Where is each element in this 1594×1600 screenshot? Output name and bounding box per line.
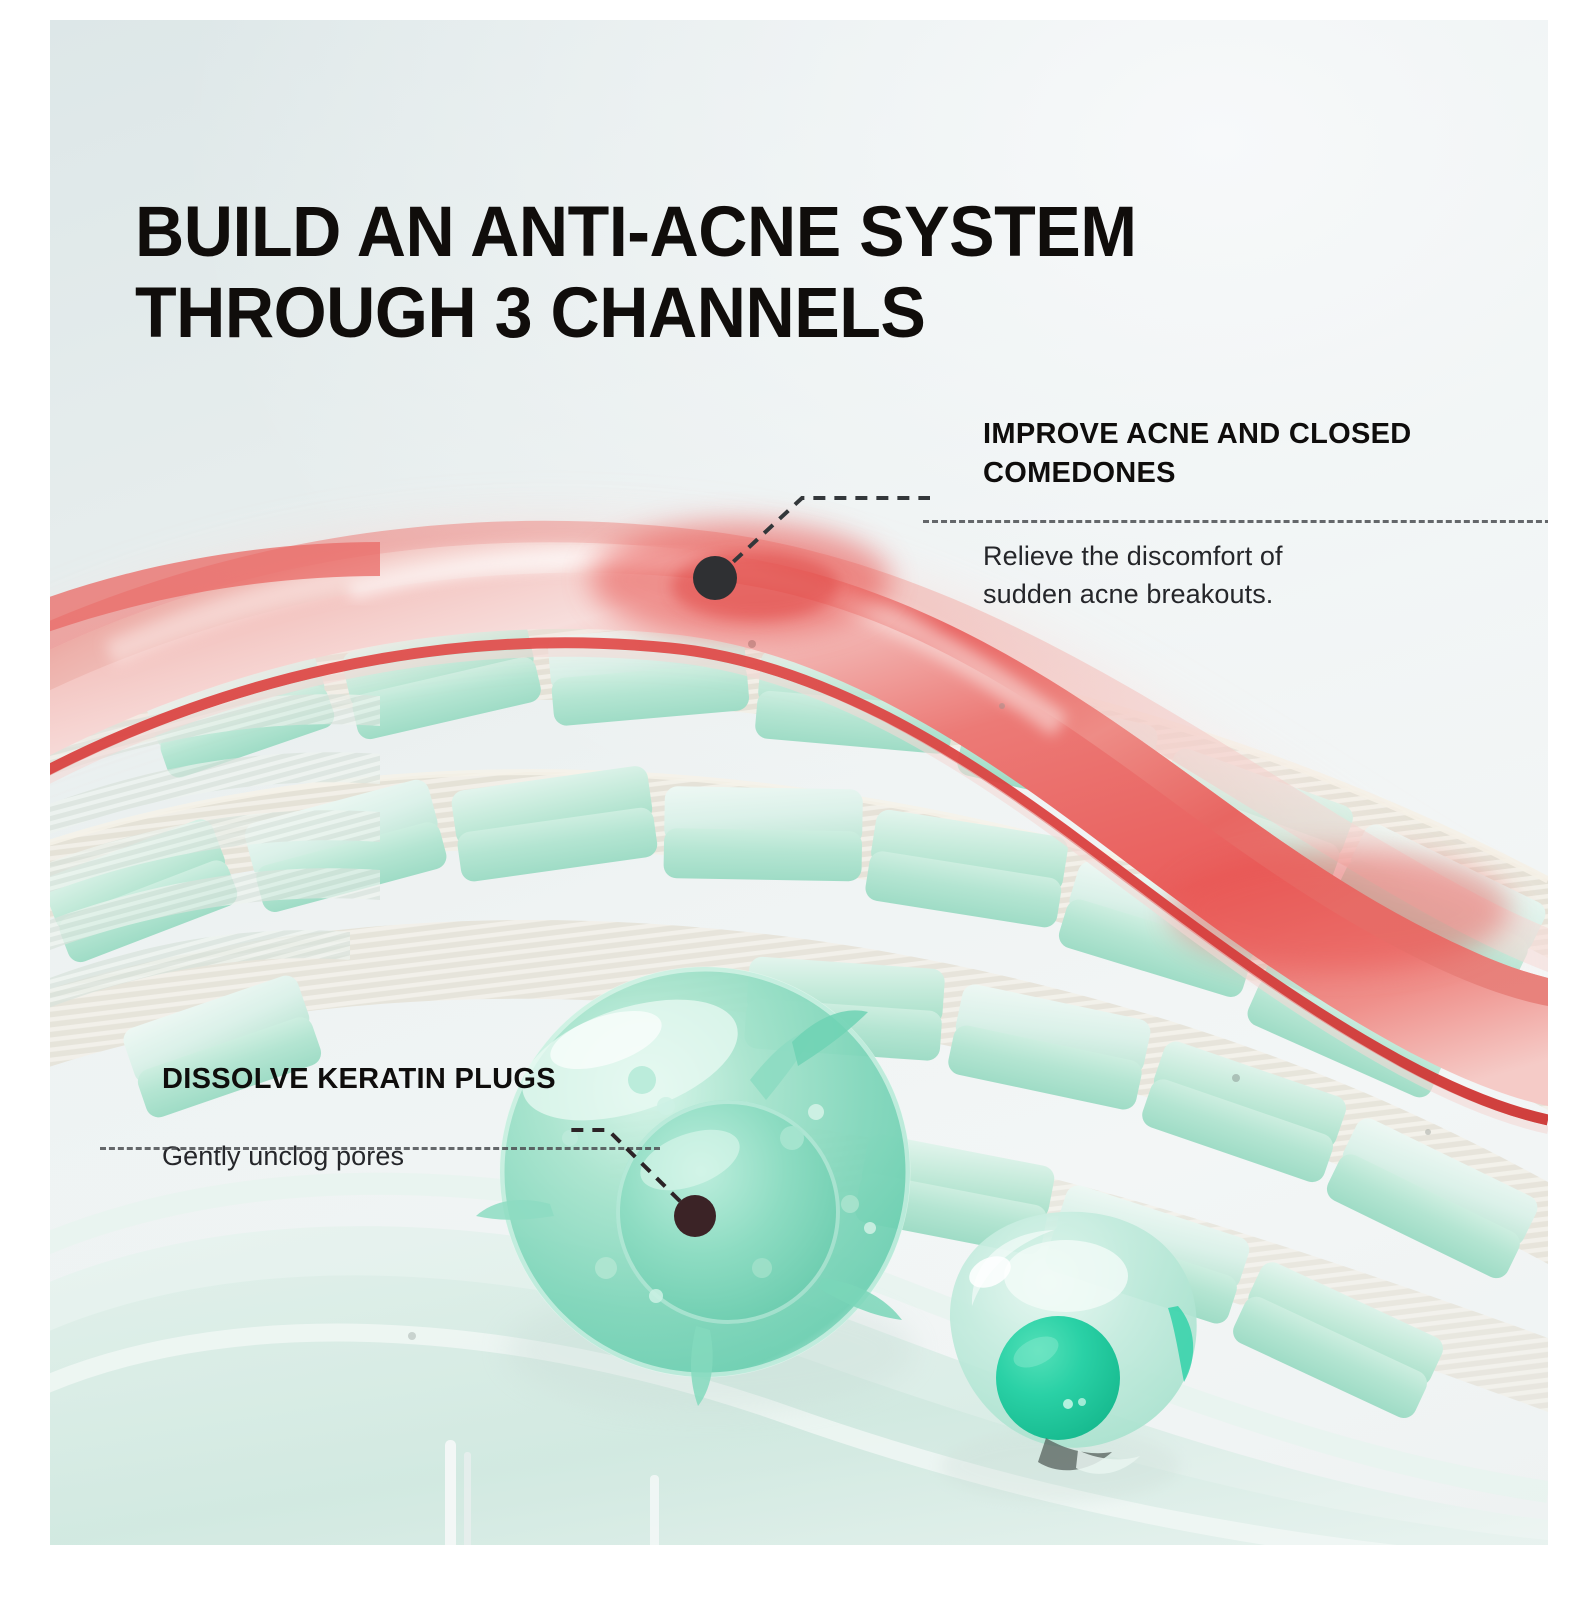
callout-divider-dissolve-keratin — [100, 1147, 660, 1150]
callout-improve-acne: IMPROVE ACNE AND CLOSED COMEDONES Reliev… — [935, 415, 1548, 614]
page-title: BUILD AN ANTI-ACNE SYSTEM THROUGH 3 CHAN… — [135, 192, 1137, 353]
callout-divider-improve-acne — [923, 520, 1548, 523]
poster-canvas: BUILD AN ANTI-ACNE SYSTEM THROUGH 3 CHAN… — [50, 20, 1548, 1545]
callout-body-dissolve-keratin: Gently unclog pores — [162, 1141, 405, 1172]
callout-body-improve-acne: Relieve the discomfort of sudden acne br… — [983, 540, 1283, 610]
skin-cross-section-illustration — [50, 20, 1548, 1545]
callout-dissolve-keratin: DISSOLVE KERATIN PLUGS Gently unclog por… — [100, 1060, 660, 1176]
callout-heading-dissolve-keratin: DISSOLVE KERATIN PLUGS — [162, 1063, 556, 1095]
callout-heading-improve-acne: IMPROVE ACNE AND CLOSED COMEDONES — [983, 418, 1412, 490]
